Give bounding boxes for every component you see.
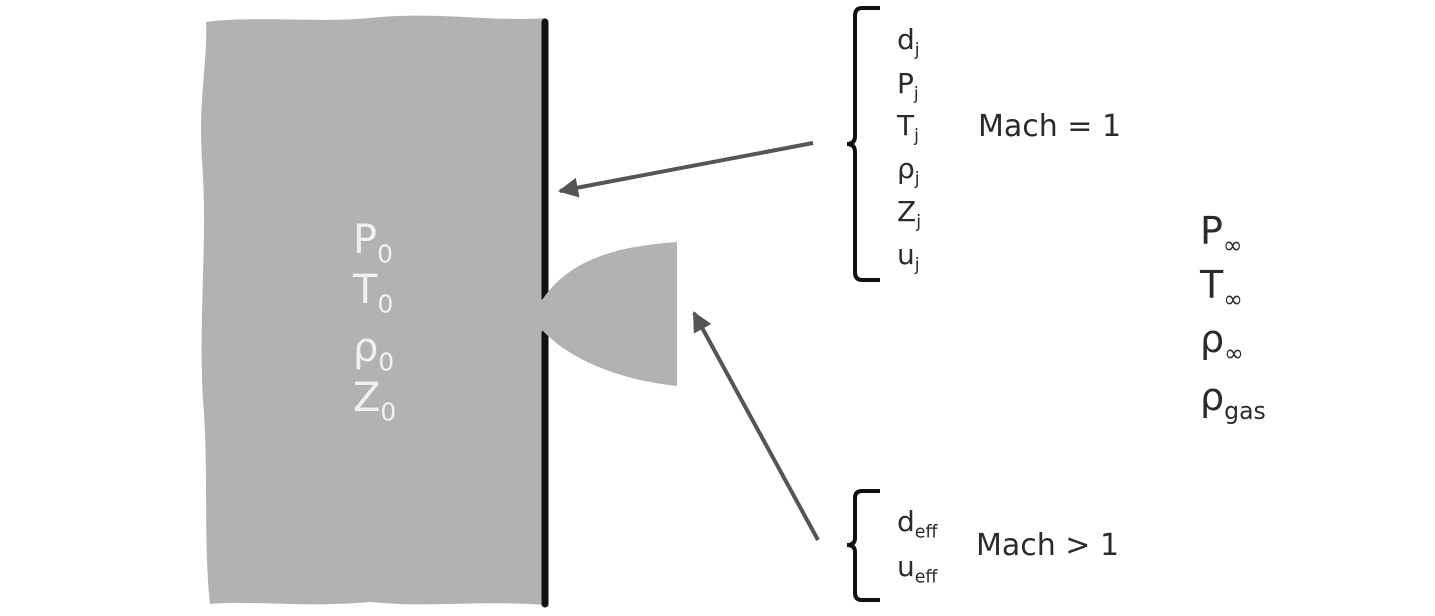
ambient-gas-density-label: ρgas xyxy=(1200,375,1266,425)
reservoir-pressure-label: P0 xyxy=(353,217,393,269)
reservoir-temperature-label: T0 xyxy=(353,267,394,319)
ambient-pressure-label: P∞ xyxy=(1200,209,1243,259)
reservoir-compressibility-label: Z0 xyxy=(353,375,397,427)
reservoir-density-label: ρ0 xyxy=(353,325,395,377)
jet-velocity-label: uj xyxy=(897,238,920,276)
jet-density-label: ρj xyxy=(897,152,920,190)
jet-plume xyxy=(542,242,677,386)
jet-mach-label: Mach = 1 xyxy=(978,109,1122,144)
jet-diameter-label: dj xyxy=(897,23,920,61)
jet-compressibility-label: Zj xyxy=(897,195,922,233)
effective-velocity-label: ueff xyxy=(897,550,938,588)
jet-exit-arrow xyxy=(558,141,814,198)
effective-brace xyxy=(846,489,880,602)
jet-pressure-label: Pj xyxy=(897,67,919,105)
ambient-density-label: ρ∞ xyxy=(1200,317,1244,367)
jet-temperature-label: Tj xyxy=(897,109,919,147)
jet-exit-brace xyxy=(846,6,880,282)
effective-diameter-label: deff xyxy=(897,505,938,543)
effective-arrow xyxy=(692,311,820,541)
ambient-temperature-label: T∞ xyxy=(1200,263,1243,313)
effective-mach-label: Mach > 1 xyxy=(976,528,1120,563)
reservoir-region xyxy=(201,15,545,605)
